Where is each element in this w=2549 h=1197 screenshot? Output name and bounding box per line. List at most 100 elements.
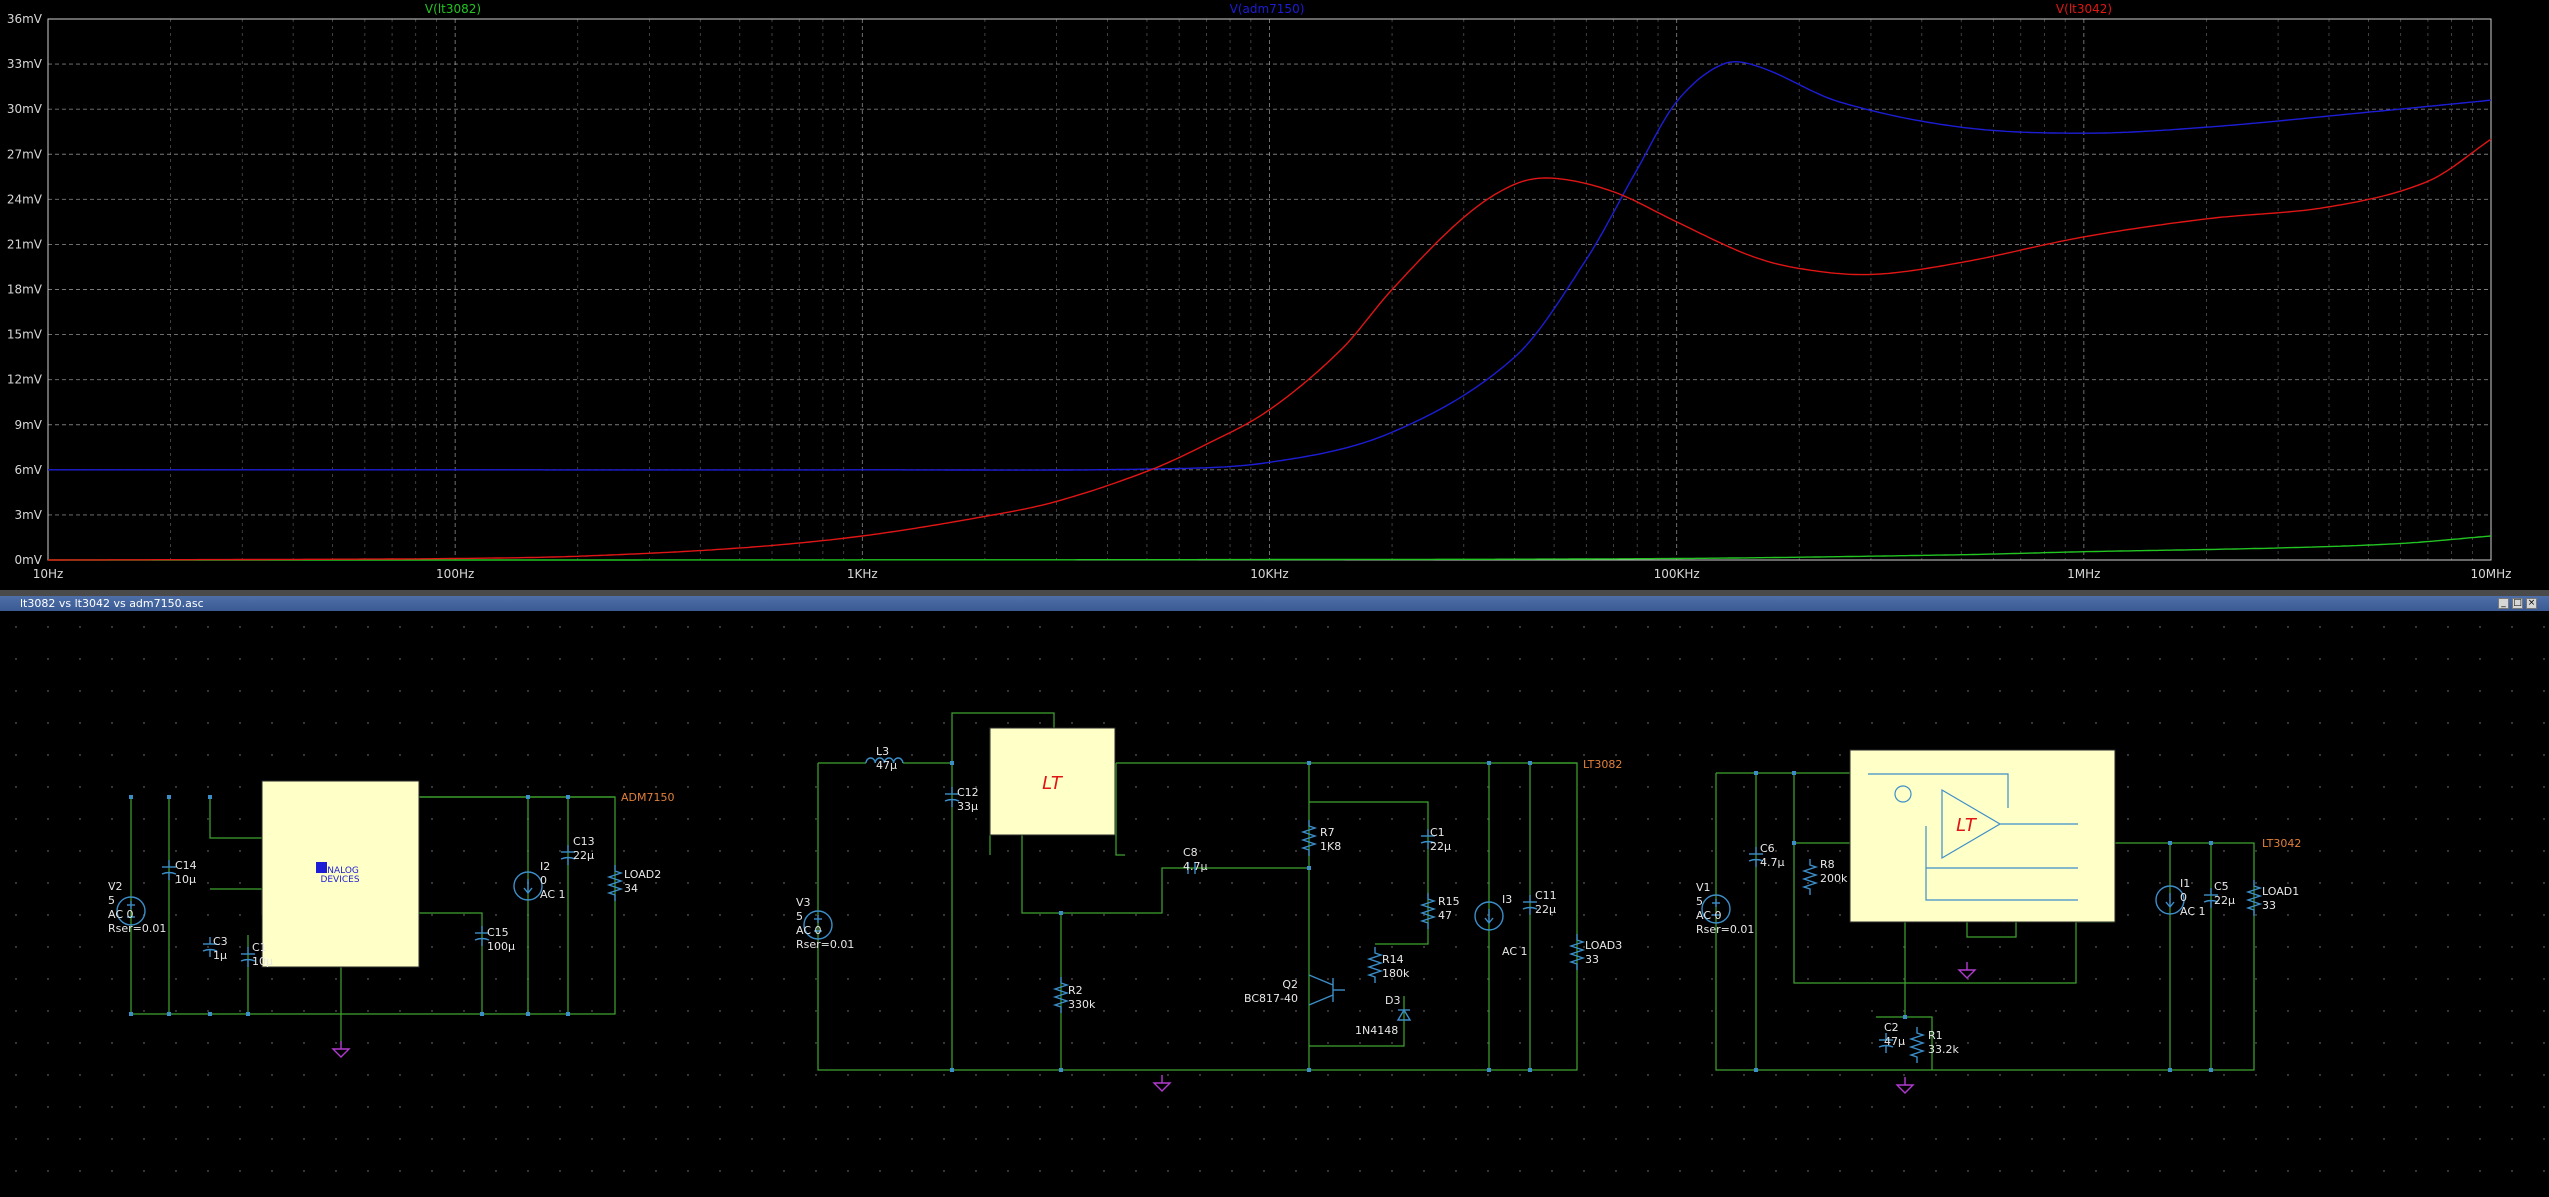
junction xyxy=(566,795,570,799)
resistor-LOAD3[interactable] xyxy=(1568,934,1586,970)
trace-V(adm7150)[interactable] xyxy=(48,61,2492,471)
analog-devices-logo-2: DEVICES xyxy=(320,875,359,885)
capacitor-C6[interactable] xyxy=(1748,847,1764,867)
wire[interactable] xyxy=(1876,1016,1933,1070)
y-tick-label: 9mV xyxy=(14,418,42,432)
resistor-R15[interactable] xyxy=(1419,893,1437,929)
transistor-Q2[interactable] xyxy=(1308,974,1345,1006)
y-tick-label: 18mV xyxy=(7,283,43,297)
capacitor-C15[interactable] xyxy=(474,926,490,946)
component-value-Q2: BC817-40 xyxy=(1244,992,1298,1005)
current-source-I1[interactable] xyxy=(2155,885,2185,915)
pane-splitter[interactable] xyxy=(0,590,2549,596)
y-tick-label: 33mV xyxy=(7,57,43,71)
resistor-LOAD1[interactable] xyxy=(2245,880,2263,916)
component-name-Q2: Q2 xyxy=(1282,978,1298,991)
schematic-window-title: lt3082 vs lt3042 vs adm7150.asc xyxy=(20,597,204,610)
junction xyxy=(950,1068,954,1072)
y-tick-label: 12mV xyxy=(7,373,43,387)
current-source-I3[interactable] xyxy=(1474,901,1504,931)
component-value-D3: 1N4148 xyxy=(1355,1024,1398,1037)
junction xyxy=(1903,1015,1907,1019)
component-name-R7: R7 xyxy=(1320,826,1335,839)
wire[interactable] xyxy=(1115,763,1125,856)
wire[interactable] xyxy=(903,712,1055,764)
component-value-R8: 200k xyxy=(1820,872,1848,885)
component-name-V3: V3 xyxy=(796,896,811,909)
component-value-C16: 10µ xyxy=(252,955,273,968)
trace-V(lt3042)[interactable] xyxy=(48,138,2492,561)
junction xyxy=(1792,771,1796,775)
capacitor-C13[interactable] xyxy=(560,845,576,865)
component-name-R14: R14 xyxy=(1382,953,1404,966)
ic-lt3042[interactable] xyxy=(1849,749,2116,923)
wire[interactable] xyxy=(1309,996,1405,1047)
analog-devices-logo: ANALOG xyxy=(321,866,359,876)
component-name-C8: C8 xyxy=(1183,846,1198,859)
resistor-R2[interactable] xyxy=(1052,977,1070,1013)
resistor-R1[interactable] xyxy=(1908,1027,1926,1063)
capacitor-C1[interactable] xyxy=(1420,829,1436,849)
component-value-L3: 47µ xyxy=(876,759,897,772)
capacitor-C12[interactable] xyxy=(944,787,960,807)
resistor-R14[interactable] xyxy=(1366,947,1384,983)
voltage-source-V2[interactable] xyxy=(116,896,146,926)
minimize-button[interactable]: _ xyxy=(2498,598,2509,609)
capacitor-C8[interactable] xyxy=(1187,862,1196,874)
resistor-LOAD2[interactable] xyxy=(606,865,624,901)
wire[interactable] xyxy=(1715,773,2255,1071)
trace-V(lt3082)[interactable] xyxy=(48,535,2492,561)
junction xyxy=(129,1012,133,1016)
ground-lt3042-a xyxy=(1957,962,1977,979)
component-extra-V3: AC 0 xyxy=(796,924,822,937)
legend-entry-V(lt3042): V(lt3042) xyxy=(2056,2,2112,16)
wire[interactable] xyxy=(1966,922,2017,938)
capacitor-C2[interactable] xyxy=(1878,1033,1894,1053)
restore-button[interactable]: □ xyxy=(2512,598,2523,609)
resistor-R7[interactable] xyxy=(1300,820,1318,856)
voltage-source-V1[interactable] xyxy=(1701,894,1731,924)
component-name-R8: R8 xyxy=(1820,858,1835,871)
wire[interactable] xyxy=(817,762,1578,1071)
junction xyxy=(480,1012,484,1016)
wire[interactable] xyxy=(210,888,263,915)
lt-logo-lt3042: LT xyxy=(1956,815,1978,836)
capacitor-C11[interactable] xyxy=(1522,895,1538,915)
schematic-window[interactable]: lt3082 vs lt3042 vs adm7150.asc _ □ × AN… xyxy=(0,596,2549,1197)
junction xyxy=(950,761,954,765)
capacitor-C16[interactable] xyxy=(240,947,256,967)
component-value-R1: 33.2k xyxy=(1928,1043,1959,1056)
wire[interactable] xyxy=(419,912,483,1014)
component-value-LOAD2: 34 xyxy=(624,882,638,895)
schematic-titlebar[interactable]: lt3082 vs lt3042 vs adm7150.asc _ □ × xyxy=(0,596,2549,611)
wire[interactable] xyxy=(1021,835,1309,914)
wire[interactable] xyxy=(209,797,262,839)
junction xyxy=(526,795,530,799)
junction xyxy=(526,1012,530,1016)
capacitor-C5[interactable] xyxy=(2203,888,2219,908)
junction xyxy=(208,1012,212,1016)
component-value-LOAD3: 33 xyxy=(1585,953,1599,966)
component-name-V1: V1 xyxy=(1696,881,1711,894)
diode-D3[interactable] xyxy=(1396,1008,1412,1021)
inductor-L3[interactable] xyxy=(865,757,904,764)
current-source-I2[interactable] xyxy=(513,871,543,901)
resistor-R8[interactable] xyxy=(1801,859,1819,895)
voltage-source-V3[interactable] xyxy=(803,910,833,940)
ic-lt3082[interactable] xyxy=(989,727,1116,836)
capacitor-C14[interactable] xyxy=(161,860,177,880)
wire[interactable] xyxy=(1309,801,1429,945)
junction xyxy=(1487,761,1491,765)
capacitor-C3[interactable] xyxy=(202,937,218,957)
close-button[interactable]: × xyxy=(2526,598,2537,609)
component-name-R2: R2 xyxy=(1068,984,1083,997)
lt-logo-lt3082: LT xyxy=(1042,773,1064,794)
component-name-C6: C6 xyxy=(1760,842,1775,855)
ic-adm7150[interactable] xyxy=(261,780,420,968)
component-value-C15: 100µ xyxy=(487,940,515,953)
component-value-C5: 22µ xyxy=(2214,894,2235,907)
